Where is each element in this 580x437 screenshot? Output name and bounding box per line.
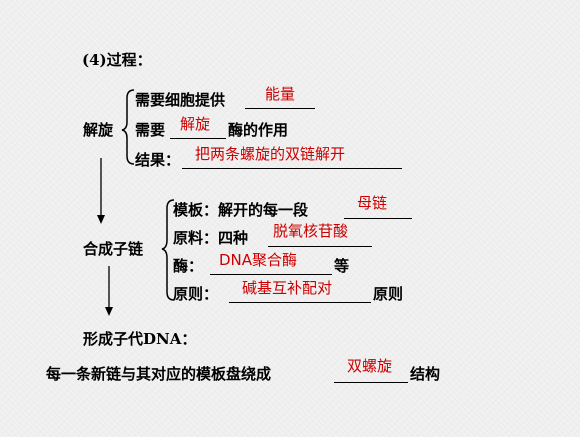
unwinding-row2-answer: 解旋 (180, 115, 211, 133)
unwinding-row2-blank (170, 138, 226, 139)
synthesis-row2-prefix: 原料：四种 (173, 229, 249, 247)
unwinding-brace (121, 89, 135, 165)
synthesis-row2-blank (268, 246, 372, 247)
synthesis-title: 合成子链 (83, 240, 144, 258)
formation-title: 形成子代DNA： (83, 330, 197, 348)
synthesis-row4-blank (229, 302, 371, 303)
unwinding-row3-blank (182, 168, 402, 169)
synthesis-row1-blank (344, 218, 412, 219)
synthesis-row3-answer: DNA聚合酶 (219, 251, 298, 269)
synthesis-row4-answer: 碱基互补配对 (242, 279, 333, 297)
unwinding-row1-blank (245, 108, 315, 109)
unwinding-row2-suffix: 酶的作用 (228, 121, 289, 139)
arrow-2-head (105, 307, 113, 316)
final-blank (334, 382, 408, 383)
synthesis-brace (161, 199, 175, 301)
synthesis-row2-answer: 脱氧核苷酸 (273, 222, 349, 240)
final-answer: 双螺旋 (347, 357, 393, 375)
unwinding-row1-answer: 能量 (265, 85, 296, 103)
unwinding-title: 解旋 (83, 121, 114, 139)
final-prefix: 每一条新链与其对应的模板盘绕成 (46, 365, 272, 383)
final-suffix: 结构 (410, 365, 441, 383)
section-heading: (4)过程： (82, 51, 152, 69)
unwinding-row1-prefix: 需要细胞提供 (135, 91, 226, 109)
synthesis-row1-prefix: 模板：解开的每一段 (173, 201, 309, 219)
synthesis-row1-answer: 母链 (357, 194, 388, 212)
unwinding-row3-answer: 把两条螺旋的双链解开 (195, 145, 346, 163)
synthesis-row3-suffix: 等 (334, 257, 350, 275)
synthesis-row4-suffix: 原则 (373, 285, 404, 303)
synthesis-row3-blank (210, 274, 332, 275)
unwinding-row3-prefix: 结果： (135, 151, 181, 169)
synthesis-row4-prefix: 原则： (173, 285, 219, 303)
synthesis-row3-prefix: 酶： (173, 257, 204, 275)
unwinding-row2-prefix: 需要 (135, 121, 166, 139)
arrow-1-head (97, 215, 105, 224)
